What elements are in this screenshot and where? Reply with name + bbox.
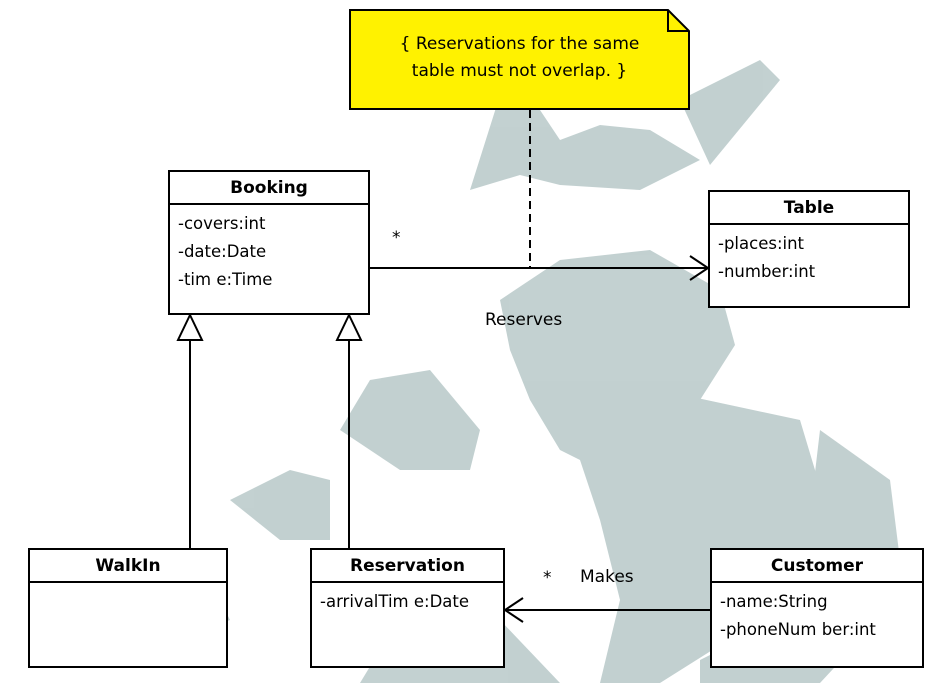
attribute: -number:int (718, 262, 816, 281)
attribute: -tim e:Time (178, 270, 273, 289)
attribute-list: -arrivalTim e:Date (312, 583, 503, 616)
class-name: Booking (170, 172, 368, 205)
attribute: -phoneNum ber:int (720, 620, 876, 639)
class-name: Reservation (312, 550, 503, 583)
constraint-note: { Reservations for the same table must n… (349, 9, 690, 110)
attribute: -date:Date (178, 242, 267, 261)
note-shape (349, 9, 690, 110)
reserves-label: Reserves (485, 310, 563, 330)
inheritance-arrowhead-reservation (335, 312, 363, 341)
makes-label: Makes (580, 567, 634, 587)
attribute: -arrivalTim e:Date (320, 592, 470, 611)
class-booking[interactable]: Booking -covers:int -date:Date -tim e:Ti… (168, 170, 370, 315)
inheritance-arrowhead-walkin (176, 312, 204, 341)
attribute-list: -places:int -number:int (710, 225, 908, 286)
attribute-list: -name:String -phoneNum ber:int (712, 583, 922, 644)
class-name: Customer (712, 550, 922, 583)
makes-multiplicity: * (543, 568, 552, 588)
attribute: -places:int (718, 234, 805, 253)
attribute-list (30, 583, 226, 588)
class-customer[interactable]: Customer -name:String -phoneNum ber:int (710, 548, 924, 668)
attribute: -covers:int (178, 214, 266, 233)
note-line-2: table must not overlap. } (411, 61, 628, 81)
attribute: -name:String (720, 592, 828, 611)
reserves-multiplicity: * (392, 228, 401, 248)
note-line-1: { Reservations for the same (399, 34, 640, 54)
class-name: WalkIn (30, 550, 226, 583)
makes-arrowhead (503, 597, 524, 623)
class-table[interactable]: Table -places:int -number:int (708, 190, 910, 308)
attribute-list: -covers:int -date:Date -tim e:Time (170, 205, 368, 294)
class-reservation[interactable]: Reservation -arrivalTim e:Date (310, 548, 505, 668)
class-walkin[interactable]: WalkIn (28, 548, 228, 668)
class-name: Table (710, 192, 908, 225)
